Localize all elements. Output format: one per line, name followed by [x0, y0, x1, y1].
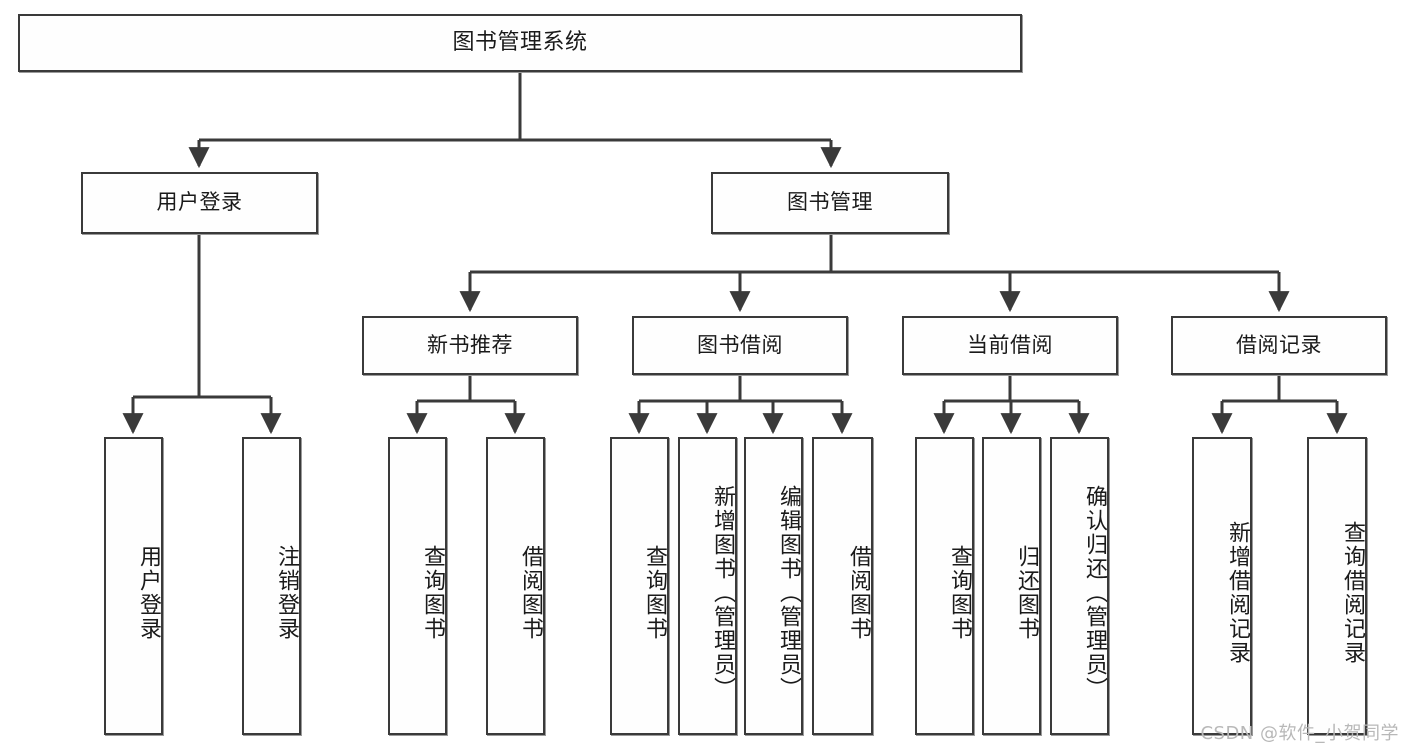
node-leaf-logout[interactable]: 注销登录 [242, 437, 301, 735]
node-leaf-user-login[interactable]: 用户登录 [104, 437, 163, 735]
node-label: 查询图书 [642, 545, 667, 641]
node-label: 借阅图书 [846, 545, 871, 641]
node-label: 查询图书 [947, 545, 972, 641]
node-label: 用户登录 [136, 545, 161, 641]
watermark-csdn: CSDN @软件_小贺同学 [1200, 723, 1399, 744]
node-root-book-management-system[interactable]: 图书管理系统 [18, 14, 1022, 72]
node-leaf-borrow-book-recommend[interactable]: 借阅图书 [486, 437, 545, 735]
node-book-borrowing[interactable]: 图书借阅 [632, 316, 848, 375]
node-label: 用户登录 [156, 190, 243, 215]
node-label: 新书推荐 [427, 332, 513, 357]
node-leaf-return-book[interactable]: 归还图书 [982, 437, 1041, 735]
node-label: 图书借阅 [697, 332, 783, 357]
node-leaf-query-borrow-record[interactable]: 查询借阅记录 [1307, 437, 1367, 735]
node-leaf-query-book-borrow[interactable]: 查询图书 [610, 437, 669, 735]
node-label: 借阅图书 [518, 545, 543, 641]
node-label: 注销登录 [274, 545, 299, 641]
node-leaf-add-borrow-record[interactable]: 新增借阅记录 [1192, 437, 1252, 735]
node-leaf-query-book-recommend[interactable]: 查询图书 [388, 437, 447, 735]
node-label: 借阅记录 [1236, 332, 1322, 357]
node-label: 编辑图书（管理员） [776, 485, 801, 701]
node-leaf-edit-book-admin[interactable]: 编辑图书（管理员） [744, 437, 803, 735]
node-borrowing-record[interactable]: 借阅记录 [1171, 316, 1387, 375]
node-label: 图书管理 [787, 190, 873, 215]
node-label: 当前借阅 [967, 332, 1053, 357]
node-label: 确认归还（管理员） [1082, 485, 1107, 701]
node-new-book-recommendation[interactable]: 新书推荐 [362, 316, 578, 375]
node-user-login[interactable]: 用户登录 [81, 172, 318, 234]
node-leaf-query-book-current[interactable]: 查询图书 [915, 437, 974, 735]
node-label: 新增借阅记录 [1225, 521, 1250, 665]
node-current-borrowing[interactable]: 当前借阅 [902, 316, 1118, 375]
node-label: 查询借阅记录 [1340, 521, 1365, 665]
node-label: 图书管理系统 [452, 29, 588, 55]
node-label: 新增图书（管理员） [710, 485, 735, 701]
node-book-management[interactable]: 图书管理 [711, 172, 949, 234]
node-label: 归还图书 [1014, 545, 1039, 641]
node-leaf-confirm-return-admin[interactable]: 确认归还（管理员） [1050, 437, 1109, 735]
node-leaf-add-book-admin[interactable]: 新增图书（管理员） [678, 437, 737, 735]
node-label: 查询图书 [420, 545, 445, 641]
node-leaf-borrow-book[interactable]: 借阅图书 [812, 437, 873, 735]
